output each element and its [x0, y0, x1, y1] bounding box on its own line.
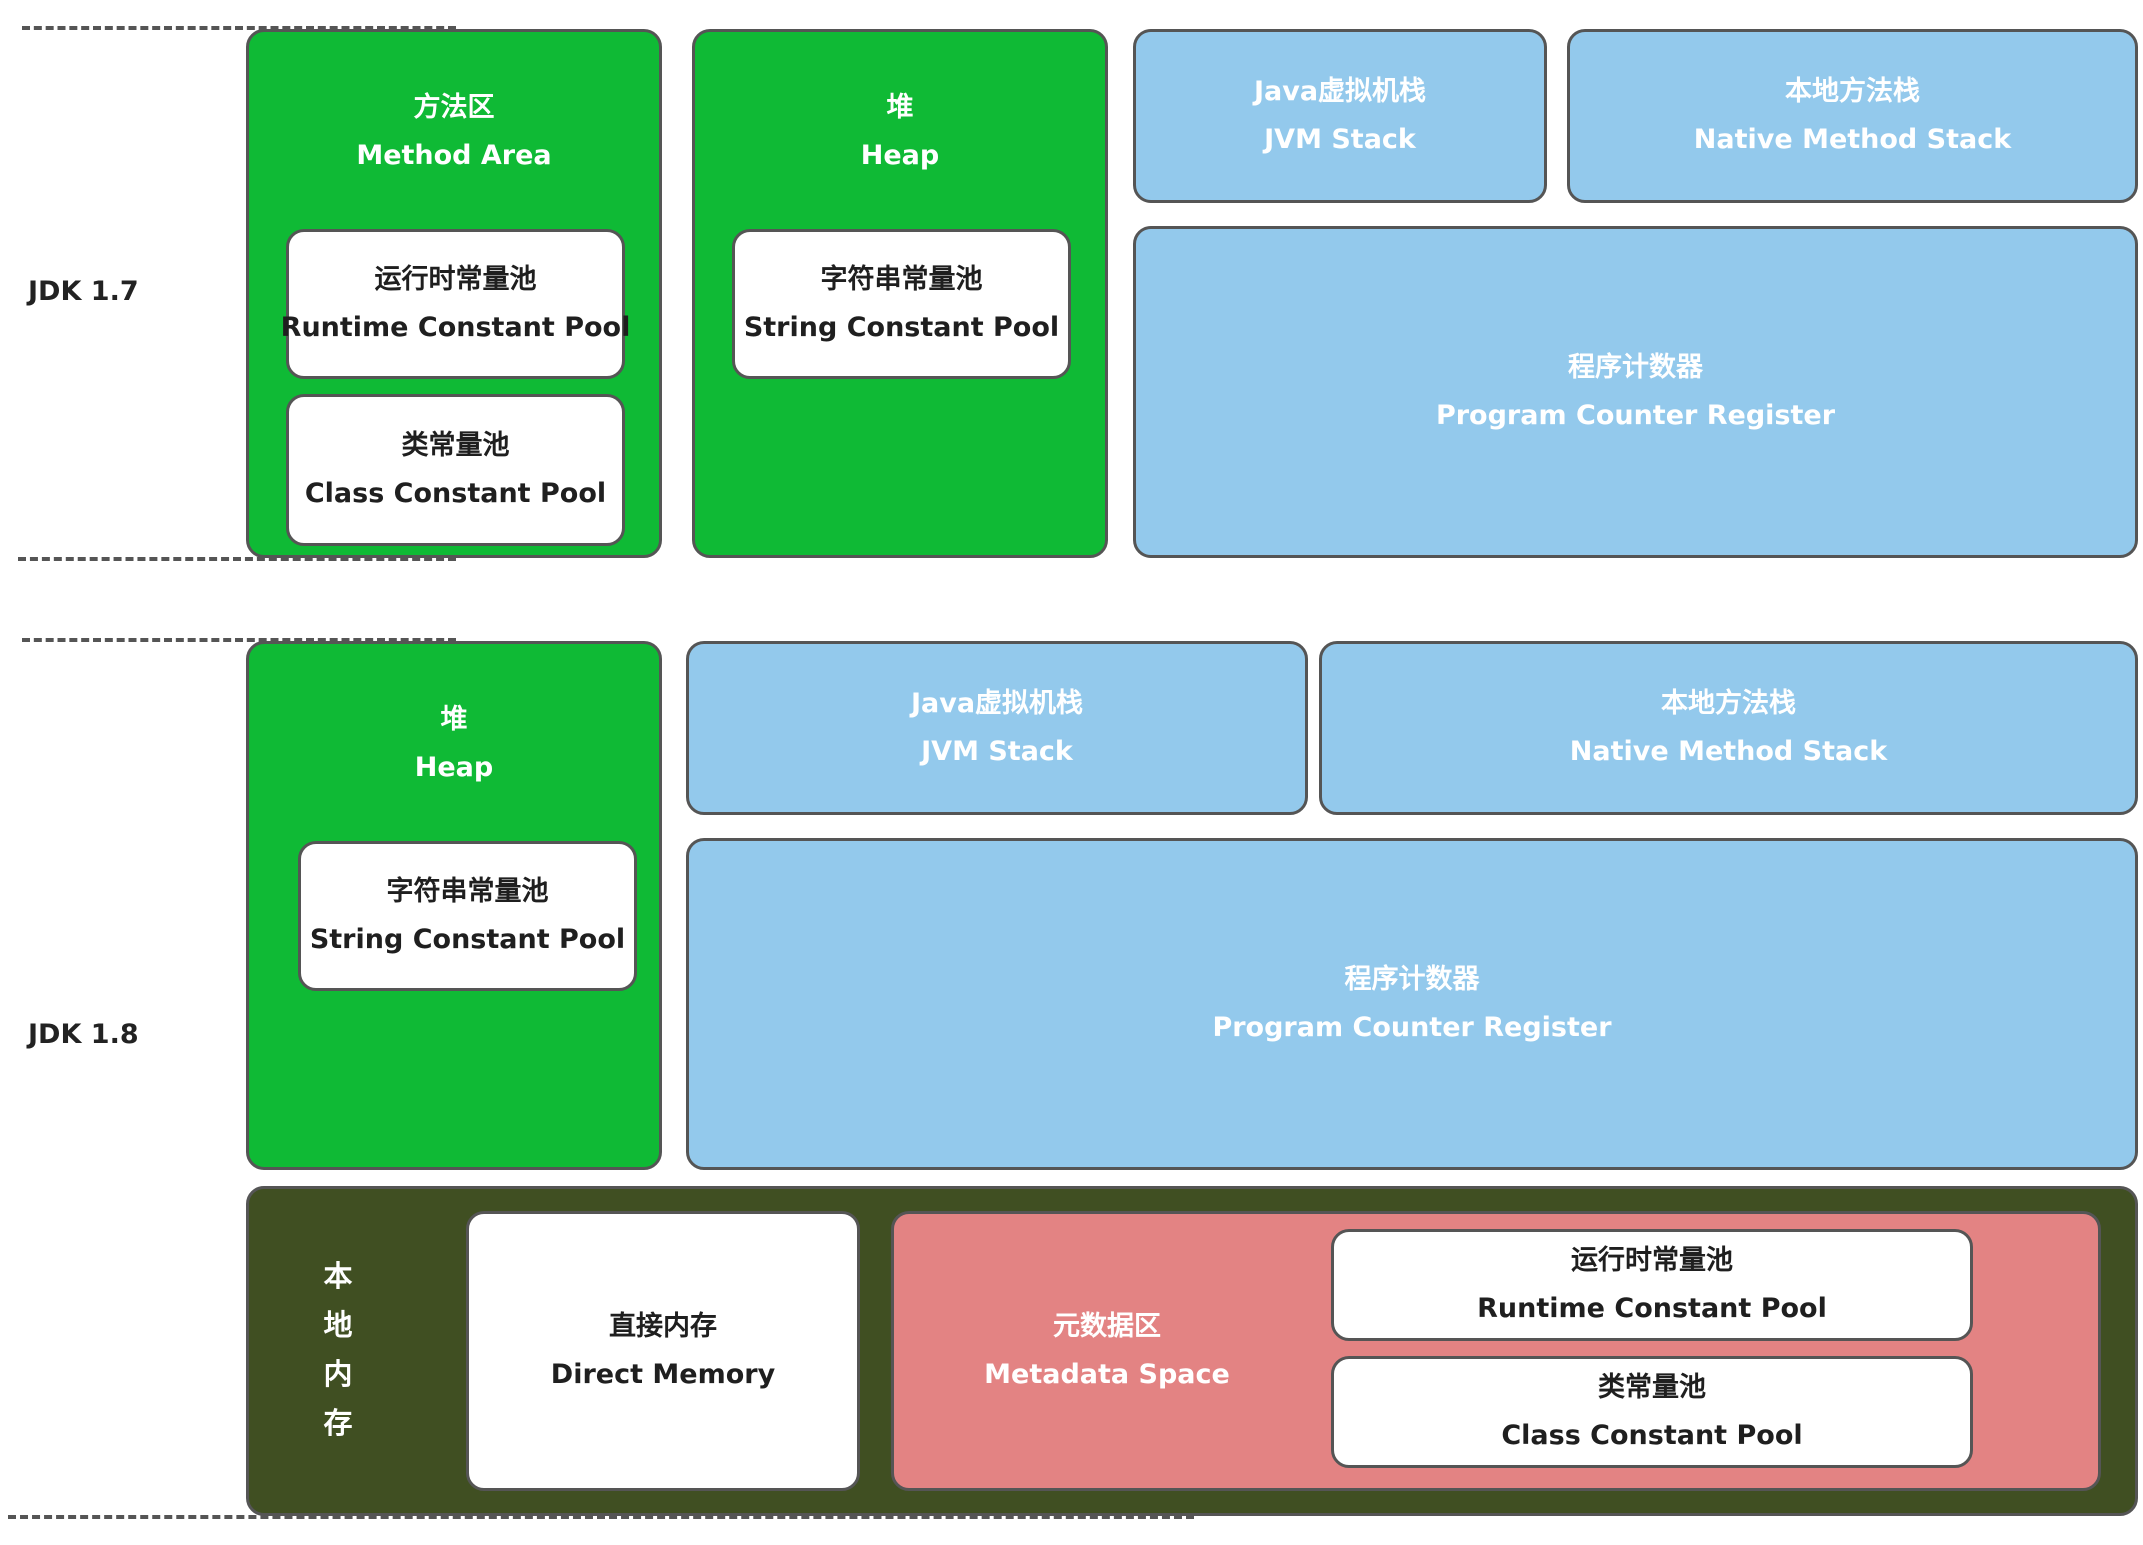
native-stack-zh: 本地方法栈	[1661, 688, 1796, 719]
string-pool-zh: 字符串常量池	[820, 264, 983, 295]
heap-title-zh: 堆	[440, 704, 468, 735]
jdk17-top-divider	[22, 26, 456, 30]
native-stack-zh: 本地方法栈	[1785, 76, 1920, 107]
jvm-stack-en: JVM Stack	[921, 736, 1073, 767]
jdk18-native-memory: 本 地 内 存 直接内存 Direct Memory 元数据区 Metadata…	[246, 1186, 2138, 1516]
class-pool-en: Class Constant Pool	[304, 478, 607, 509]
jdk17-heap: 堆 Heap 字符串常量池 String Constant Pool	[692, 29, 1108, 558]
native-memory-char: 内	[323, 1357, 353, 1391]
native-memory-label: 本 地 内 存	[308, 1252, 368, 1448]
class-pool-en: Class Constant Pool	[1501, 1420, 1803, 1451]
native-memory-char: 本	[323, 1259, 353, 1293]
native-memory-char: 地	[323, 1308, 353, 1342]
jvm-stack-zh: Java虚拟机栈	[1253, 76, 1427, 107]
heap-title-zh: 堆	[886, 92, 914, 123]
string-pool-en: String Constant Pool	[743, 312, 1060, 343]
metaspace-en: Metadata Space	[984, 1359, 1230, 1390]
runtime-pool-zh: 运行时常量池	[374, 264, 537, 295]
method-area-title-en: Method Area	[356, 140, 552, 171]
jdk18-string-constant-pool: 字符串常量池 String Constant Pool	[298, 841, 637, 991]
method-area-title-zh: 方法区	[413, 92, 495, 123]
jdk17-label: JDK 1.7	[28, 276, 139, 307]
direct-memory-zh: 直接内存	[609, 1311, 717, 1342]
pc-en: Program Counter Register	[1212, 1012, 1612, 1043]
runtime-pool-en: Runtime Constant Pool	[280, 312, 631, 343]
jdk18-runtime-constant-pool: 运行时常量池 Runtime Constant Pool	[1331, 1229, 1973, 1341]
jdk18-jvm-stack: Java虚拟机栈 JVM Stack	[686, 641, 1308, 815]
jdk17-class-constant-pool: 类常量池 Class Constant Pool	[286, 394, 625, 546]
jdk17-runtime-constant-pool: 运行时常量池 Runtime Constant Pool	[281, 229, 630, 379]
jdk18-bottom-divider	[8, 1515, 1194, 1519]
string-pool-en: String Constant Pool	[309, 924, 626, 955]
jdk18-program-counter-register: 程序计数器 Program Counter Register	[686, 838, 2138, 1170]
jdk17-string-constant-pool: 字符串常量池 String Constant Pool	[732, 229, 1071, 379]
heap-title-en: Heap	[860, 140, 940, 171]
jdk18-direct-memory: 直接内存 Direct Memory	[466, 1211, 860, 1491]
jdk17-native-method-stack: 本地方法栈 Native Method Stack	[1567, 29, 2138, 203]
native-stack-en: Native Method Stack	[1693, 124, 2012, 155]
jdk18-heap: 堆 Heap 字符串常量池 String Constant Pool	[246, 641, 662, 1170]
jdk18-class-constant-pool: 类常量池 Class Constant Pool	[1331, 1356, 1973, 1468]
native-stack-en: Native Method Stack	[1569, 736, 1888, 767]
pc-en: Program Counter Register	[1435, 400, 1836, 431]
direct-memory-en: Direct Memory	[550, 1359, 776, 1390]
jdk17-program-counter-register: 程序计数器 Program Counter Register	[1133, 226, 2138, 558]
class-pool-zh: 类常量池	[1598, 1372, 1706, 1403]
class-pool-zh: 类常量池	[401, 430, 510, 461]
runtime-pool-en: Runtime Constant Pool	[1477, 1293, 1827, 1324]
heap-title-en: Heap	[414, 752, 494, 783]
metaspace-zh: 元数据区	[1053, 1311, 1161, 1342]
jvm-stack-en: JVM Stack	[1264, 124, 1416, 155]
jdk18-native-method-stack: 本地方法栈 Native Method Stack	[1319, 641, 2138, 815]
native-memory-char: 存	[323, 1406, 353, 1440]
jdk18-metadata-space: 元数据区 Metadata Space 运行时常量池 Runtime Const…	[891, 1211, 2101, 1491]
jdk17-jvm-stack: Java虚拟机栈 JVM Stack	[1133, 29, 1547, 203]
jvm-stack-zh: Java虚拟机栈	[910, 688, 1084, 719]
pc-zh: 程序计数器	[1568, 352, 1703, 383]
jdk18-top-divider	[22, 638, 456, 642]
jdk18-label: JDK 1.8	[28, 1019, 139, 1050]
jdk17-bottom-divider	[18, 557, 456, 561]
string-pool-zh: 字符串常量池	[386, 876, 549, 907]
pc-zh: 程序计数器	[1344, 964, 1480, 995]
jdk17-method-area: 方法区 Method Area 运行时常量池 Runtime Constant …	[246, 29, 662, 558]
runtime-pool-zh: 运行时常量池	[1571, 1245, 1733, 1276]
